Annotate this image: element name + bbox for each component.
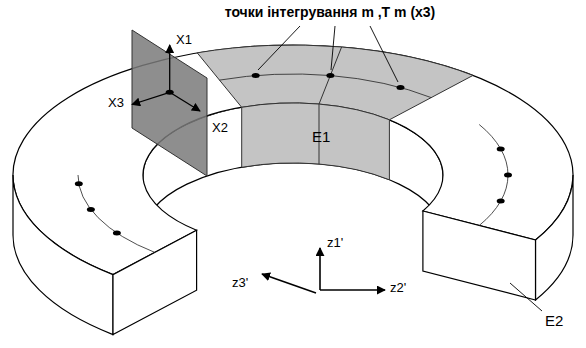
integration-point [497,199,505,204]
integration-curve [78,175,155,252]
element-edge [319,47,342,104]
integration-point [397,85,405,90]
element-inner-face [242,103,390,180]
axis-arrow [320,289,385,291]
axis-arrow [169,45,170,92]
end-face [113,230,197,334]
outer-wall [13,175,113,335]
integration-point [75,181,83,186]
integration-point [87,207,95,212]
integration-curve [220,74,432,98]
callout-text: точки інтегрування m ,T m (x3) [225,4,436,20]
axis-arrow [132,92,170,104]
axis-arrow [262,274,316,293]
integration-point [252,73,260,78]
integration-point [504,173,512,178]
axis-label: X1 [176,33,192,48]
leader-line [370,26,398,82]
section-plane [132,30,207,176]
integration-point [113,231,121,236]
integration-point [497,146,505,151]
axis-label: z2' [390,281,406,296]
end-face [423,211,536,300]
outer-wall [536,175,574,300]
leader-line [510,283,542,311]
leader-line [258,26,300,70]
axis-label: z3' [232,276,248,291]
axis-label: X2 [212,121,228,136]
axis-label: X3 [108,96,124,111]
leader-line [331,26,335,70]
integration-curve [479,125,508,226]
axis-label: z1' [327,236,343,251]
element-label: E1 [312,128,330,145]
axis-arrow [319,248,321,290]
element-label: E2 [545,312,563,329]
integration-point [326,73,334,78]
axis-arrow [170,92,200,111]
